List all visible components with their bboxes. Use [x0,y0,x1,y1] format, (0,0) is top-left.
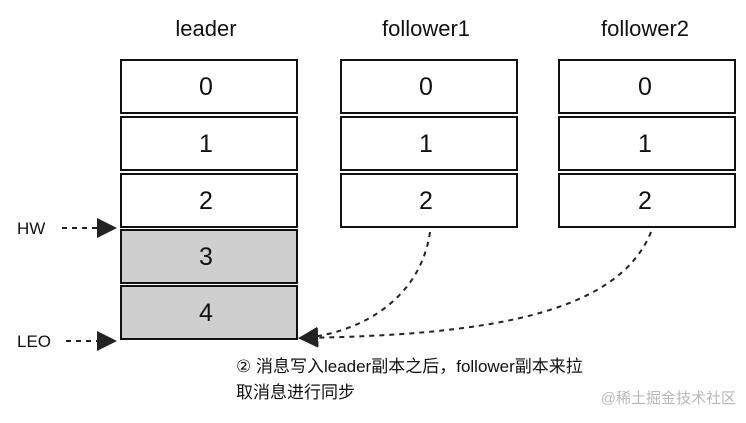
leader-cell-3-text: 3 [199,243,213,271]
leader-title: leader [175,16,236,41]
follower1-title: follower1 [382,16,470,41]
leader-cell-4-text: 4 [199,299,213,327]
leo-label: LEO [17,332,51,351]
leader-cell-0 [120,59,298,114]
leader-cell-1-text: 1 [199,130,213,158]
follower1-cell-2 [340,173,518,228]
leader-cell-2 [120,173,298,228]
follower2-fetch-arrow-icon [298,231,652,348]
follower1-cell-1 [340,116,518,171]
follower2-cell-0-text: 0 [638,73,652,101]
leader-cell-0-text: 0 [199,73,213,101]
follower2-title: follower2 [601,16,689,41]
watermark: @稀土掘金技术社区 [600,390,736,407]
diagram-caption: ② 消息写入leader副本之后，follower副本来拉 取消息进行同步 [236,354,706,406]
leader-cell-2-text: 2 [199,187,213,215]
follower1-cell-0 [340,59,518,114]
follower1-cell-0-text: 0 [419,73,433,101]
follower2-cell-2-text: 2 [638,187,652,215]
leader-cell-4 [120,285,298,340]
follower2-cell-2 [558,173,736,228]
hw-label: HW [17,219,45,238]
caption-line-1: ② 消息写入leader副本之后，follower副本来拉 [236,357,583,376]
follower2-cell-1 [558,116,736,171]
follower1-fetch-arrow-icon [298,231,431,347]
follower1-cell-1-text: 1 [419,130,433,158]
caption-line-2: 取消息进行同步 [236,383,355,402]
follower2-cell-1-text: 1 [638,130,652,158]
leader-cell-3 [120,229,298,284]
follower2-cell-0 [558,59,736,114]
leader-cell-1 [120,116,298,171]
follower1-cell-2-text: 2 [419,187,433,215]
